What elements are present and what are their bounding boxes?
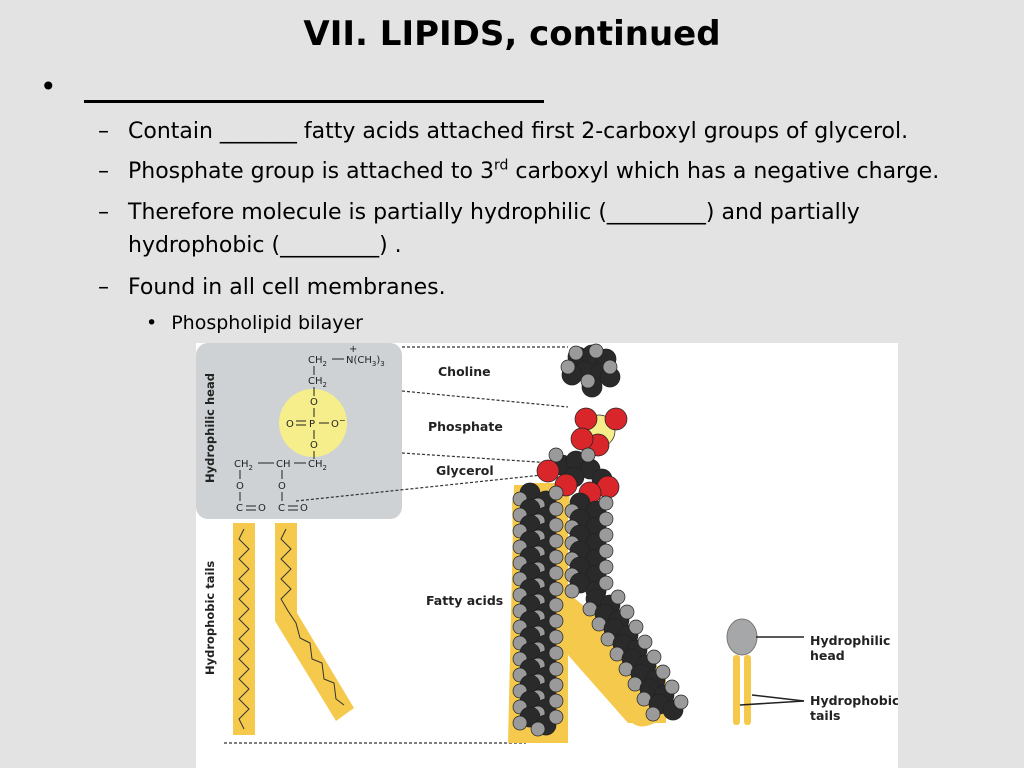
svg-text:O: O <box>286 419 294 430</box>
hydrogen-atom <box>548 629 564 645</box>
superscript-rd: rd <box>493 157 509 174</box>
hydrogen-atom <box>580 373 596 389</box>
svg-text:CH2: CH2 <box>308 459 327 472</box>
structural-fatty-acid-tails <box>233 523 354 735</box>
svg-text:O: O <box>258 503 266 514</box>
space-filling-model <box>508 343 689 743</box>
svg-text:CH2: CH2 <box>234 459 253 472</box>
sub-bullet-3-text: Therefore molecule is partially hydrophi… <box>128 200 860 258</box>
hydrogen-atom <box>580 447 596 463</box>
hydrogen-atom <box>548 693 564 709</box>
svg-text:O: O <box>310 397 318 408</box>
svg-text:C: C <box>236 503 243 514</box>
fatty-acids-label: Fatty acids <box>426 593 503 608</box>
hydrogen-atom <box>598 527 614 543</box>
hydrogen-atom <box>548 517 564 533</box>
hydrogen-atom <box>602 359 618 375</box>
fill-in-blank-heading <box>84 100 544 103</box>
hydrogen-atom <box>610 589 626 605</box>
hydrogen-atom <box>530 721 546 737</box>
svg-text:+: + <box>349 344 357 355</box>
legend-hydrophobic-label: Hydrophobic <box>810 693 898 708</box>
svg-text:P: P <box>309 419 315 430</box>
hydrophilic-head-vertical-label: Hydrophilic head <box>203 373 217 483</box>
hydrogen-atom <box>548 709 564 725</box>
svg-text:CH2: CH2 <box>308 376 327 389</box>
dash-marker: – <box>98 159 109 184</box>
dash-marker: – <box>98 200 109 225</box>
chemical-structure: CH2 N(CH3)3 + CH2 O O P O− O CH2 CH CH2 <box>234 344 385 514</box>
schematic-head <box>726 618 758 656</box>
hydrogen-atom <box>548 661 564 677</box>
svg-text:O: O <box>236 481 244 492</box>
svg-text:CH2: CH2 <box>308 355 327 368</box>
hydrogen-atom <box>560 359 576 375</box>
hydrogen-atom <box>548 447 564 463</box>
schematic-tail <box>744 655 751 725</box>
hydrogen-atom <box>548 677 564 693</box>
hydrogen-atom <box>598 495 614 511</box>
hydrogen-atom <box>548 565 564 581</box>
hydrogen-atom <box>673 694 689 710</box>
oxygen-atom <box>574 407 598 431</box>
oxygen-atom <box>604 407 628 431</box>
hydrogen-atom <box>548 485 564 501</box>
hydrogen-atom <box>548 613 564 629</box>
svg-text:O: O <box>310 440 318 451</box>
hydrogen-atom <box>598 575 614 591</box>
hydrogen-atom <box>645 706 661 722</box>
svg-text:O: O <box>278 481 286 492</box>
hydrogen-atom <box>512 715 528 731</box>
phospholipid-diagram: Hydrophilic head Hydrophobic tails CH2 N… <box>196 343 898 744</box>
sub-sub-bullet-text: Phospholipid bilayer <box>171 312 363 334</box>
hydrogen-atom <box>628 619 644 635</box>
hydrogen-atom <box>655 664 671 680</box>
sub-bullet-4-text: Found in all cell membranes. <box>128 275 446 300</box>
hydrogen-atom <box>598 511 614 527</box>
hydrophobic-tails-vertical-label: Hydrophobic tails <box>203 561 217 675</box>
sub-bullet-1-text: Contain _______ fatty acids attached fir… <box>128 119 909 144</box>
hydrogen-atom <box>548 549 564 565</box>
hydrogen-atom <box>548 581 564 597</box>
sub-sub-bullet-marker: • <box>146 312 158 334</box>
hydrogen-atom <box>548 533 564 549</box>
slide-title: VII. LIPIDS, continued <box>303 14 721 54</box>
legend-head-label: head <box>810 648 845 663</box>
hydrogen-atom <box>548 501 564 517</box>
schematic-tail <box>733 655 740 725</box>
label-connectors <box>224 346 569 744</box>
schematic-legend: Hydrophilic head Hydrophobic tails <box>726 618 898 725</box>
bullet-marker: • <box>40 70 57 103</box>
legend-hydrophilic-label: Hydrophilic <box>810 633 890 648</box>
oxygen-atom <box>570 427 594 451</box>
svg-text:O: O <box>300 503 308 514</box>
svg-text:CH: CH <box>276 459 291 470</box>
oxygen-atom <box>536 459 560 483</box>
svg-text:N(CH3)3: N(CH3)3 <box>346 355 385 368</box>
hydrogen-atom <box>568 345 584 361</box>
phospholipid-figure: Hydrophilic head Hydrophobic tails CH2 N… <box>196 343 898 768</box>
svg-text:C: C <box>278 503 285 514</box>
choline-label: Choline <box>438 364 491 379</box>
sub-sub-bullet: • Phospholipid bilayer <box>146 312 363 334</box>
hydrogen-atom <box>598 559 614 575</box>
svg-text:O−: O− <box>331 416 346 430</box>
hydrogen-atom <box>598 543 614 559</box>
hydrogen-atom <box>664 679 680 695</box>
hydrogen-atom <box>637 634 653 650</box>
hydrogen-atom <box>548 597 564 613</box>
phosphate-circle <box>279 389 347 457</box>
phosphate-label: Phosphate <box>428 419 503 434</box>
dash-marker: – <box>98 275 109 300</box>
hydrogen-atom <box>564 583 580 599</box>
sub-bullet-2-text: Phosphate group is attached to 3rd carbo… <box>128 157 940 184</box>
dash-marker: – <box>98 119 109 144</box>
legend-tails-label: tails <box>810 708 840 723</box>
glycerol-label: Glycerol <box>436 463 494 478</box>
hydrogen-atom <box>619 604 635 620</box>
hydrogen-atom <box>588 343 604 359</box>
hydrogen-atom <box>646 649 662 665</box>
hydrogen-atom <box>548 645 564 661</box>
